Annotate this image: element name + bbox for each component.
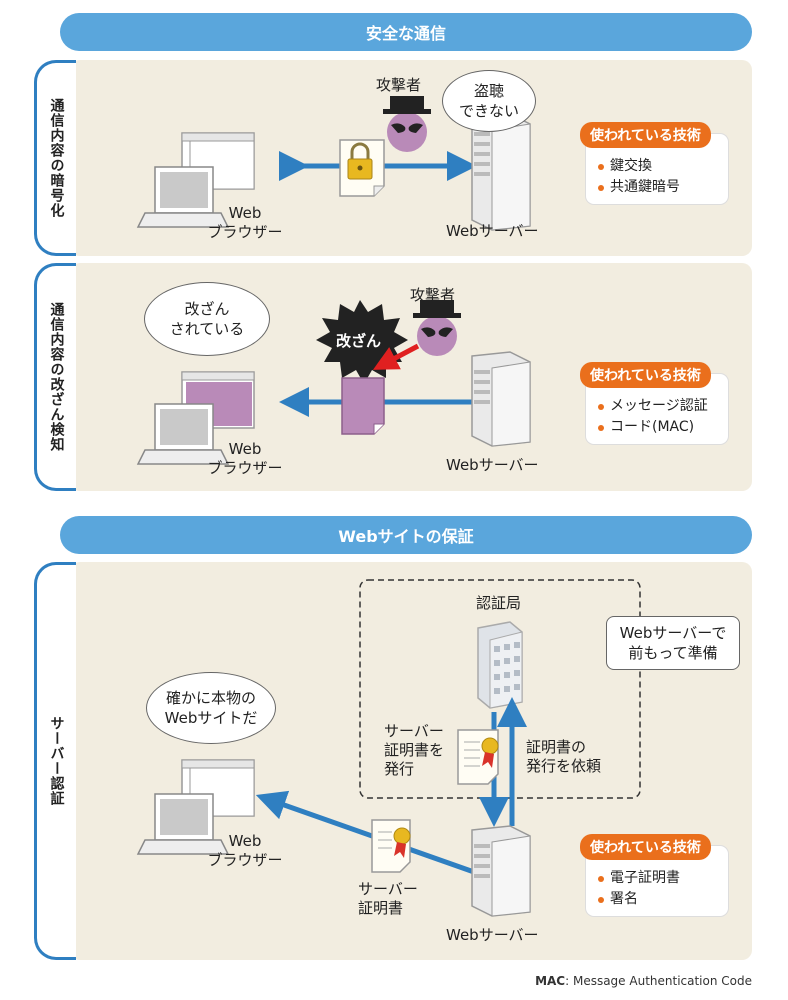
tech-item: コード(MAC) bbox=[598, 417, 728, 438]
server-icon bbox=[471, 113, 531, 231]
laptop-icon bbox=[136, 403, 230, 465]
footnote: MAC: Message Authentication Code bbox=[535, 974, 752, 988]
tamper-arrow bbox=[372, 343, 420, 370]
tech-item: メッセージ認証 bbox=[598, 396, 728, 417]
ca-building-icon bbox=[477, 621, 523, 709]
section-banner-secure: 安全な通信 bbox=[60, 13, 752, 51]
tech-item: 鍵交換 bbox=[598, 156, 728, 177]
laptop-icon bbox=[136, 793, 230, 855]
tech-box-title: 使われている技術 bbox=[580, 834, 711, 860]
speech-bubble: 改ざんされている bbox=[144, 282, 270, 356]
attacker-label: 攻撃者 bbox=[376, 76, 422, 94]
side-label-server-auth: サーバー認証 bbox=[34, 562, 76, 960]
tech-item: 署名 bbox=[598, 889, 728, 910]
tech-item: 共通鍵暗号 bbox=[598, 177, 728, 198]
tech-box-title: 使われている技術 bbox=[580, 362, 711, 388]
server-label: Webサーバー bbox=[446, 222, 539, 240]
side-label-tamper: 通信内容の改ざん検知 bbox=[34, 263, 76, 491]
tech-item: 電子証明書 bbox=[598, 868, 728, 889]
tech-box-server-auth: 使われている技術 電子証明書 署名 bbox=[580, 834, 728, 916]
server-cert-label: サーバー 証明書 bbox=[358, 880, 418, 917]
issue-cert-label: サーバー 証明書を 発行 bbox=[384, 722, 445, 778]
tampered-document-icon bbox=[341, 377, 385, 435]
tech-box-encryption: 使われている技術 鍵交換 共通鍵暗号 bbox=[580, 122, 728, 204]
tech-box-title: 使われている技術 bbox=[580, 122, 711, 148]
tamper-burst-label: 改ざん bbox=[336, 332, 382, 350]
speech-bubble: 盗聴できない bbox=[442, 70, 536, 132]
attacker-icon bbox=[413, 300, 461, 356]
certificate-icon bbox=[371, 819, 411, 873]
server-icon bbox=[471, 351, 531, 447]
tampered-browser-window-icon bbox=[181, 371, 255, 429]
server-label: Webサーバー bbox=[446, 456, 539, 474]
server-label: Webサーバー bbox=[446, 926, 539, 944]
locked-document-icon bbox=[339, 139, 385, 197]
side-label-encryption: 通信内容の暗号化 bbox=[34, 60, 76, 256]
request-cert-label: 証明書の 発行を依頼 bbox=[526, 738, 602, 775]
server-icon bbox=[471, 825, 531, 917]
attacker-icon bbox=[383, 96, 431, 152]
prep-note-box: Webサーバーで前もって準備 bbox=[606, 616, 740, 670]
laptop-icon bbox=[136, 166, 230, 228]
ca-label: 認証局 bbox=[476, 594, 522, 612]
tech-box-tamper: 使われている技術 メッセージ認証 コード(MAC) bbox=[580, 362, 728, 444]
section-banner-website: Webサイトの保証 bbox=[60, 516, 752, 554]
certificate-icon bbox=[457, 729, 499, 785]
attacker-label: 攻撃者 bbox=[410, 286, 456, 304]
